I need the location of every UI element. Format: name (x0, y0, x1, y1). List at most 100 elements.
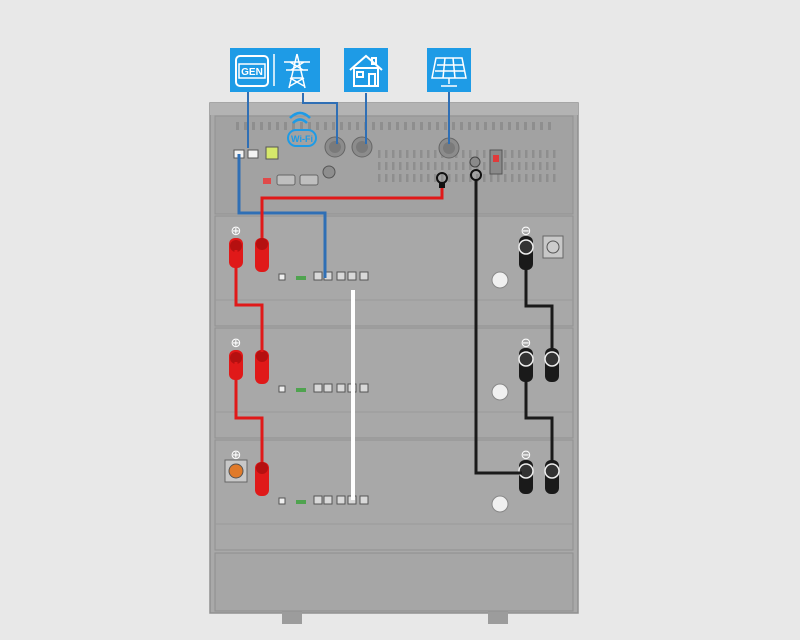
rj45-port (313, 271, 323, 281)
vent-slot (413, 150, 416, 158)
vent-slot (460, 122, 463, 130)
generator-label: GEN (241, 67, 263, 78)
positive-symbol: ⊕ (231, 224, 242, 239)
vent-slot (385, 150, 388, 158)
vent-slot (372, 122, 375, 130)
rj45-port (359, 383, 369, 393)
positive-main-cable (260, 185, 444, 238)
vent-slot (420, 122, 423, 130)
vent-slot (268, 122, 271, 130)
vent-slot (539, 174, 542, 182)
negative-plug-cap (544, 463, 560, 479)
vent-slot (392, 162, 395, 170)
vent-slot (420, 174, 423, 182)
vent-slot (553, 150, 556, 158)
vent-slot (462, 174, 465, 182)
vent-slot (532, 150, 535, 158)
vent-slot (476, 174, 479, 182)
vent-slot (452, 122, 455, 130)
vent-slot (518, 174, 521, 182)
status-led (278, 497, 286, 505)
generator-frame (235, 55, 269, 87)
vent-slot (420, 150, 423, 158)
vent-slot (332, 122, 335, 130)
db9-port-1 (276, 174, 296, 186)
positive-link-2-3 (234, 362, 264, 462)
terminal-block (265, 146, 279, 160)
wifi-label: Wi-Fi (291, 134, 313, 144)
dip-switch-bank (296, 276, 306, 280)
battery-module-face (214, 327, 574, 439)
cabinet-top-cap (210, 103, 578, 115)
vent-slot (284, 122, 287, 130)
vent-slot (469, 150, 472, 158)
vent-slot (511, 150, 514, 158)
vent-slot (468, 122, 471, 130)
vent-slot (546, 174, 549, 182)
power-button (491, 271, 509, 289)
positive-plug-cap (256, 462, 268, 474)
power-button (491, 495, 509, 513)
vent-slot (462, 162, 465, 170)
vent-slot (469, 174, 472, 182)
battery-module: ⊕⊖ (214, 439, 574, 551)
vent-slot (462, 150, 465, 158)
vent-slot (469, 162, 472, 170)
vent-slot (455, 162, 458, 170)
vent-slot (476, 150, 479, 158)
grid-leader-line (302, 93, 338, 144)
vent-slot (412, 122, 415, 130)
vent-slot (300, 122, 303, 130)
vent-slot (392, 150, 395, 158)
vent-slot (392, 174, 395, 182)
vent-slot (399, 174, 402, 182)
vent-slot (276, 122, 279, 130)
solar-panel-icon (431, 57, 467, 87)
vent-slot (504, 162, 507, 170)
vent-slot (380, 122, 383, 130)
vent-slot (546, 162, 549, 170)
vent-slot (428, 122, 431, 130)
dc-breaker-switch (493, 155, 499, 162)
vent-slot (546, 150, 549, 158)
positive-link-1-2 (234, 250, 264, 352)
vent-slot (518, 150, 521, 158)
house-icon (349, 54, 383, 87)
vent-slot (236, 122, 239, 130)
vent-slot (292, 122, 295, 130)
vent-slot (497, 174, 500, 182)
vent-slot (413, 162, 416, 170)
power-grid-tower-icon (284, 53, 310, 89)
cabinet-foot-right (488, 610, 508, 624)
status-led (278, 273, 286, 281)
vent-slot (434, 150, 437, 158)
vent-slot (525, 162, 528, 170)
vent-slot (553, 174, 556, 182)
gen-grid-gland-inner (329, 141, 341, 153)
rj45-port (336, 271, 346, 281)
vent-slot (427, 162, 430, 170)
vent-slot (483, 162, 486, 170)
vent-slot (532, 162, 535, 170)
cables (234, 88, 554, 500)
generator-icon: GEN (235, 55, 269, 87)
vent-slot (511, 174, 514, 182)
wifi-icon: Wi-Fi (287, 111, 317, 147)
vent-slot (476, 122, 479, 130)
vent-slot (532, 122, 535, 130)
vent-slot (406, 150, 409, 158)
rj45-port (313, 495, 323, 505)
vent-slot (524, 122, 527, 130)
vent-slot (378, 150, 381, 158)
vent-slot (406, 162, 409, 170)
comm-cable (237, 154, 327, 278)
vent-slot (525, 150, 528, 158)
vent-slot (427, 174, 430, 182)
negative-plug-cap (544, 351, 560, 367)
vent-slot (448, 162, 451, 170)
rj45-port (347, 271, 357, 281)
negative-link-2-3 (524, 368, 554, 462)
vent-slot (406, 174, 409, 182)
vent-slot (340, 122, 343, 130)
rj45-port (323, 495, 333, 505)
